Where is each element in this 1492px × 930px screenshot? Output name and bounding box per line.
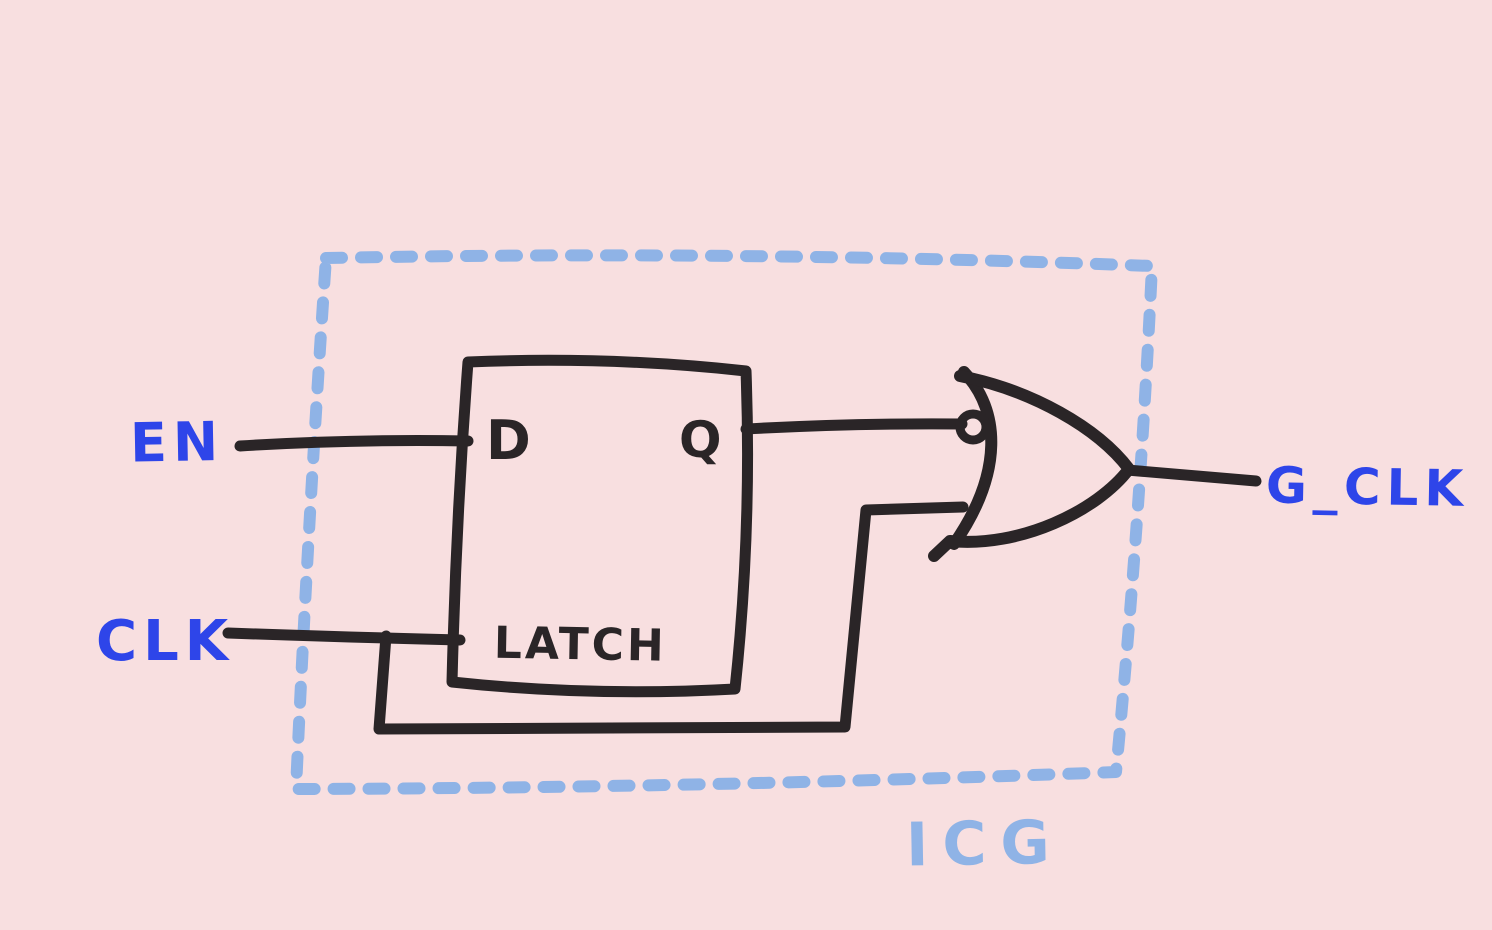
latch-name-label: LATCH bbox=[493, 618, 667, 672]
icg-boundary-dashed-box bbox=[290, 249, 1158, 795]
clk-feedback-wire bbox=[373, 501, 969, 735]
icg-boundary-label: ICG bbox=[905, 808, 1064, 881]
and-gate-back-edge bbox=[948, 366, 998, 550]
q-wire bbox=[740, 418, 968, 435]
latch-box bbox=[446, 354, 754, 698]
gate-input-scribble-icon bbox=[955, 409, 991, 445]
latch-port-q-label: Q bbox=[679, 411, 722, 469]
en-label: EN bbox=[129, 410, 224, 475]
en-wire bbox=[234, 435, 474, 452]
clk-wire bbox=[222, 627, 466, 646]
gclk-label: G_CLK bbox=[1265, 456, 1469, 518]
gclk-output-wire bbox=[1121, 464, 1262, 487]
and-gate-icon bbox=[928, 370, 1135, 562]
latch-port-d-label: D bbox=[486, 409, 531, 472]
clk-label: CLK bbox=[96, 609, 234, 674]
